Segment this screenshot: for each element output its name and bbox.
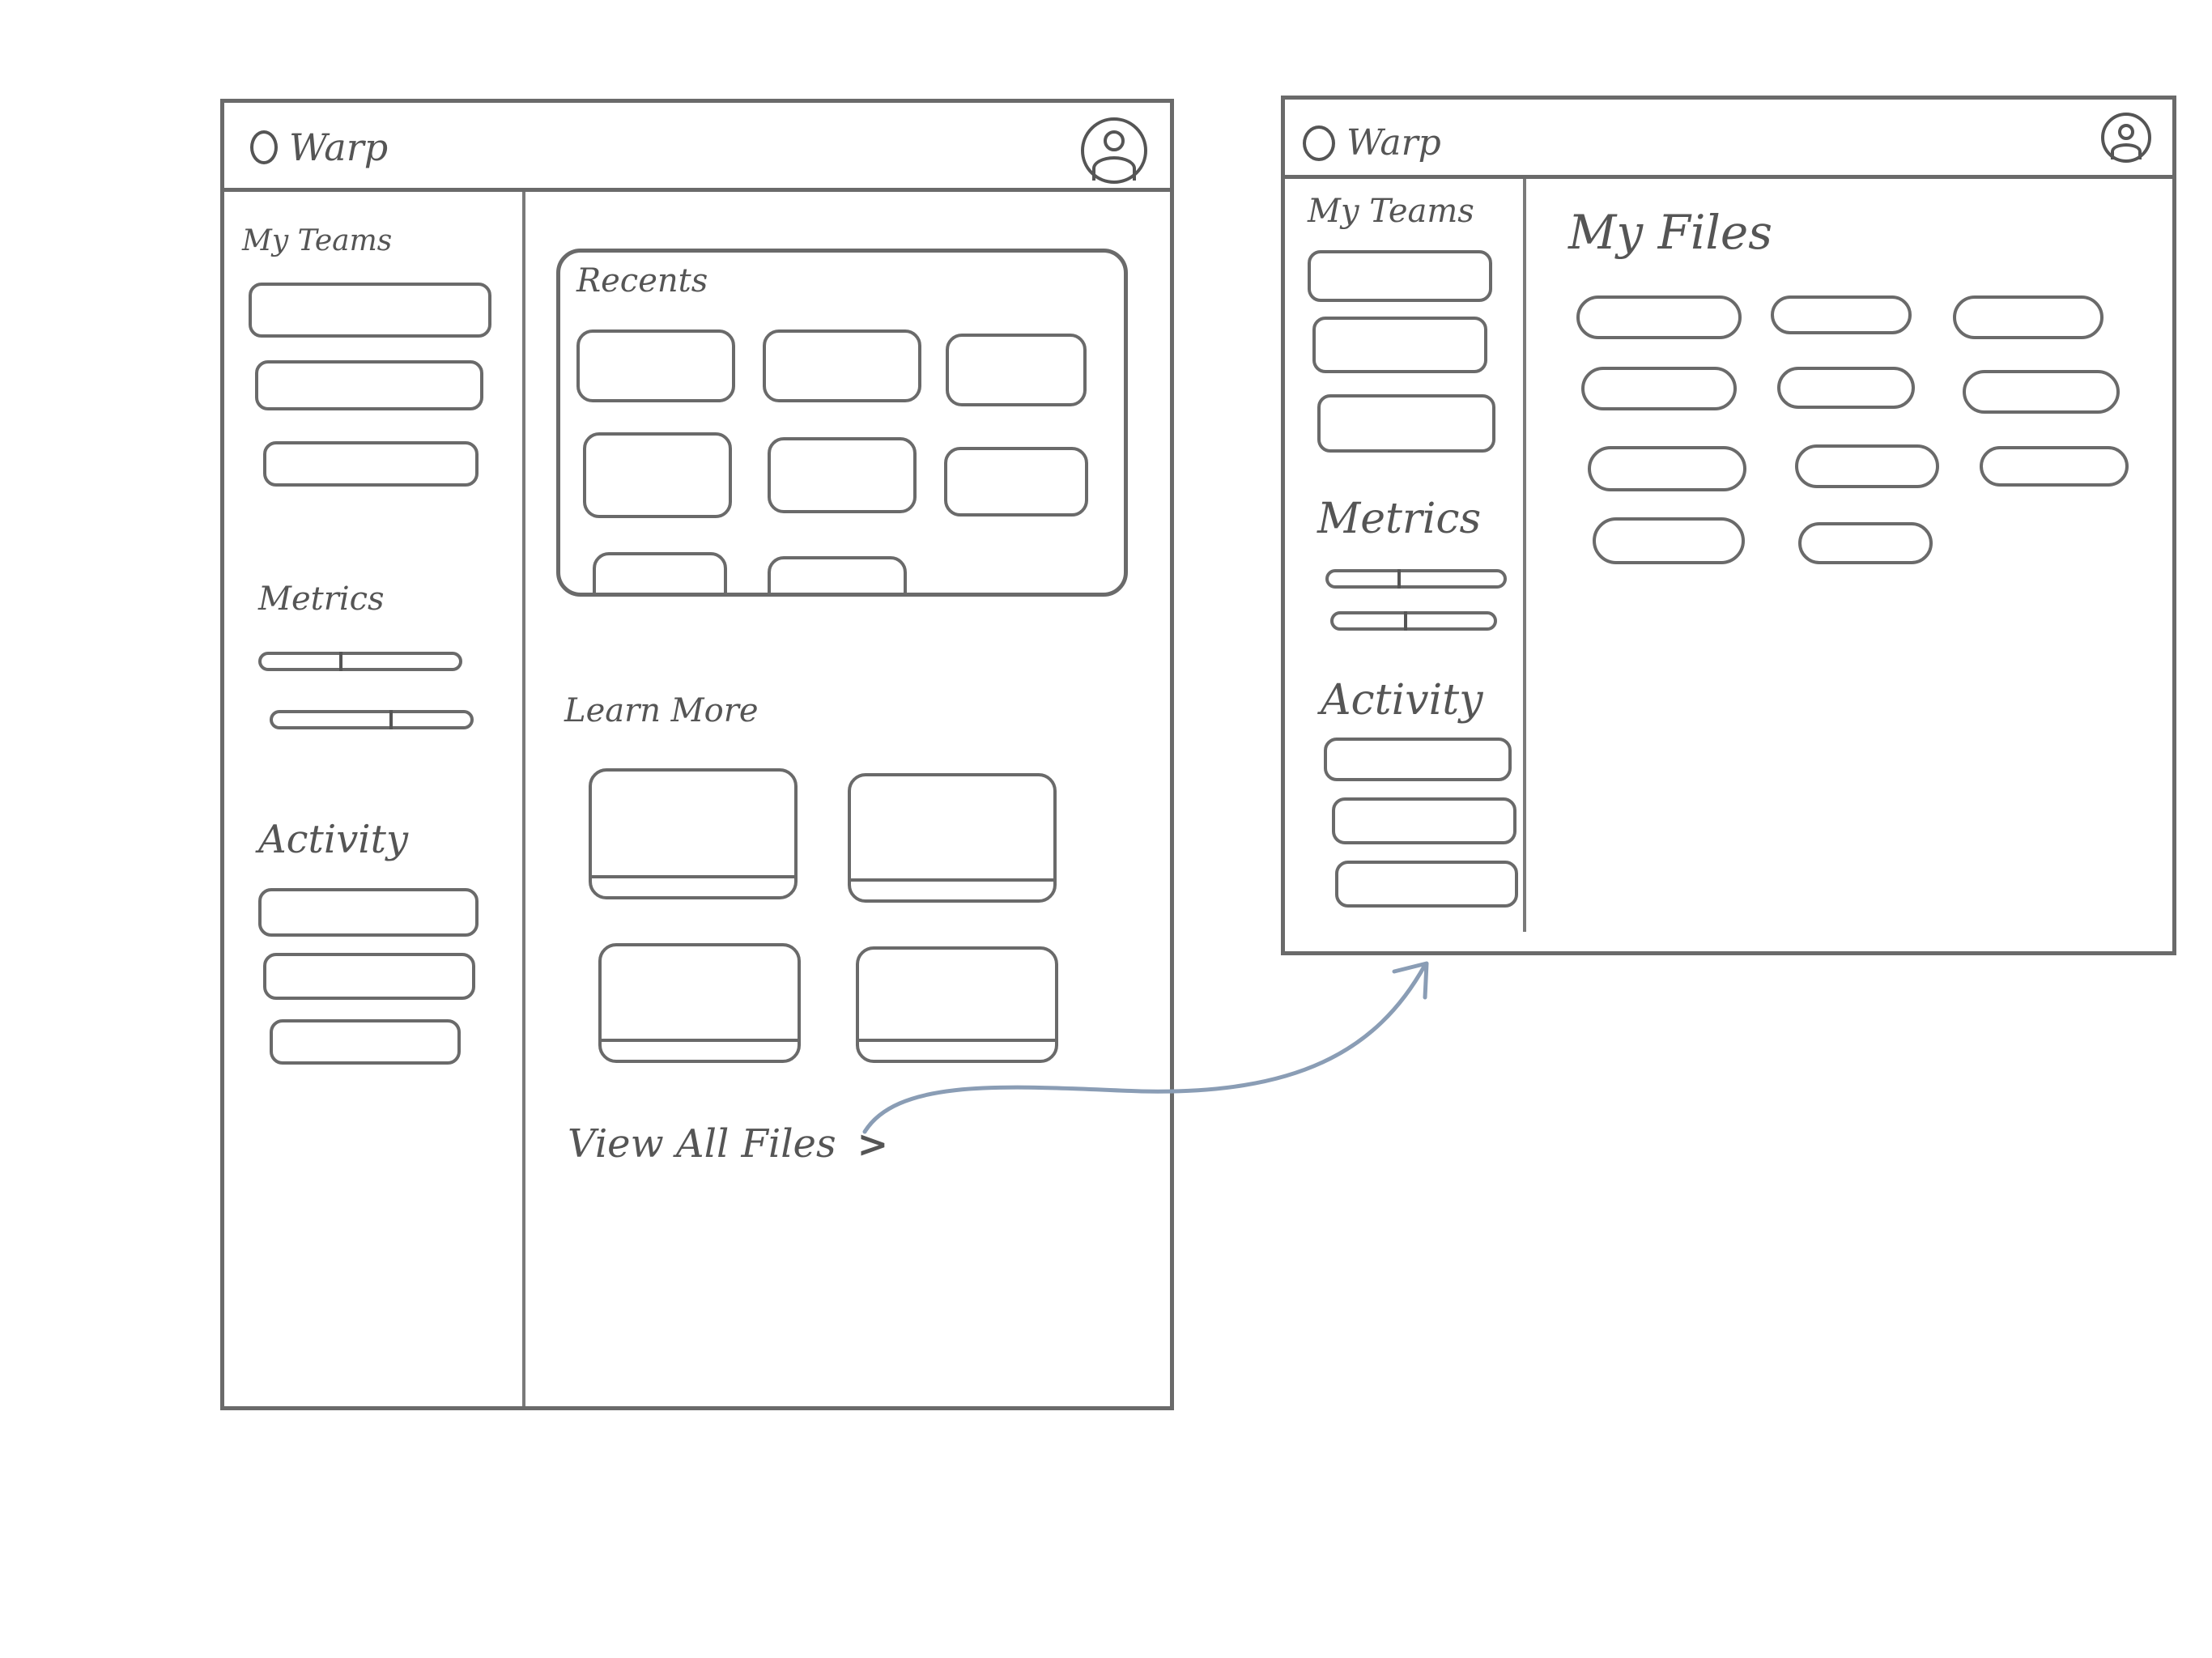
recent-file-tile[interactable] xyxy=(576,329,735,402)
file-item[interactable] xyxy=(1593,517,1745,564)
activity-heading: Activity xyxy=(258,817,409,862)
metric-level-marker xyxy=(339,652,342,671)
file-item[interactable] xyxy=(1963,370,2120,414)
view-all-files-link[interactable]: View All Files > xyxy=(568,1121,888,1167)
recents-panel: Recents xyxy=(556,249,1128,597)
user-avatar-icon[interactable] xyxy=(2101,113,2151,163)
metric-level-marker xyxy=(1404,611,1407,631)
recent-file-tile[interactable] xyxy=(768,437,917,513)
team-item[interactable] xyxy=(1308,250,1492,302)
activity-heading: Activity xyxy=(1321,676,1483,725)
circle-logo-icon xyxy=(250,130,278,164)
recent-file-tile[interactable] xyxy=(593,552,727,593)
activity-item[interactable] xyxy=(1335,861,1518,908)
files-sidebar-divider xyxy=(1523,179,1526,932)
team-item[interactable] xyxy=(1312,317,1487,373)
circle-logo-icon xyxy=(1303,125,1335,161)
learn-more-card[interactable] xyxy=(848,773,1057,903)
learn-more-card[interactable] xyxy=(856,946,1058,1063)
team-item[interactable] xyxy=(263,441,479,487)
recents-heading: Recents xyxy=(576,262,708,300)
recent-file-tile[interactable] xyxy=(768,556,907,593)
file-item[interactable] xyxy=(1795,444,1939,488)
metric-bar xyxy=(1330,611,1497,631)
activity-item[interactable] xyxy=(263,953,475,1000)
metric-bar xyxy=(258,652,462,671)
file-item[interactable] xyxy=(1771,295,1912,334)
view-all-files-label: View All Files xyxy=(568,1121,836,1167)
recent-file-tile[interactable] xyxy=(944,447,1088,517)
recent-file-tile[interactable] xyxy=(763,329,921,402)
dashboard-header: Warp xyxy=(224,103,1170,192)
learn-more-heading: Learn More xyxy=(564,692,759,729)
file-item[interactable] xyxy=(1588,446,1746,491)
recent-file-tile[interactable] xyxy=(583,432,732,518)
learn-more-card[interactable] xyxy=(589,768,798,899)
files-header: Warp xyxy=(1285,100,2172,179)
learn-more-card[interactable] xyxy=(598,943,801,1063)
team-item[interactable] xyxy=(255,360,483,410)
dashboard-frame: Warp My Teams Metrics Activity Recents xyxy=(220,99,1174,1410)
my-teams-heading: My Teams xyxy=(242,224,393,257)
recent-file-tile[interactable] xyxy=(946,334,1087,406)
metric-bar xyxy=(270,710,474,729)
file-item[interactable] xyxy=(1576,295,1742,339)
files-frame: Warp My Teams Metrics Activity My Files xyxy=(1281,96,2176,955)
metrics-heading: Metrics xyxy=(1317,495,1482,543)
dashboard-logo-text: Warp xyxy=(289,125,389,169)
metric-level-marker xyxy=(389,710,393,729)
activity-item[interactable] xyxy=(258,888,479,937)
file-item[interactable] xyxy=(1777,367,1915,409)
chevron-right-icon: > xyxy=(857,1122,889,1166)
activity-item[interactable] xyxy=(270,1019,461,1065)
dashboard-logo[interactable]: Warp xyxy=(250,125,388,169)
team-item[interactable] xyxy=(1317,394,1495,453)
file-item[interactable] xyxy=(1581,367,1737,410)
metrics-heading: Metrics xyxy=(258,580,385,618)
my-files-heading: My Files xyxy=(1568,205,1773,260)
files-logo-text: Warp xyxy=(1346,122,1441,164)
file-item[interactable] xyxy=(1953,295,2104,339)
file-item[interactable] xyxy=(1798,522,1933,564)
metric-bar xyxy=(1325,569,1507,589)
metric-level-marker xyxy=(1397,569,1401,589)
file-item[interactable] xyxy=(1980,446,2129,487)
files-logo[interactable]: Warp xyxy=(1303,122,1441,164)
user-avatar-icon[interactable] xyxy=(1081,117,1147,184)
my-teams-heading: My Teams xyxy=(1308,193,1474,230)
team-item[interactable] xyxy=(249,283,491,338)
activity-item[interactable] xyxy=(1332,797,1516,844)
activity-item[interactable] xyxy=(1324,738,1512,781)
dashboard-sidebar-divider xyxy=(522,192,525,1406)
